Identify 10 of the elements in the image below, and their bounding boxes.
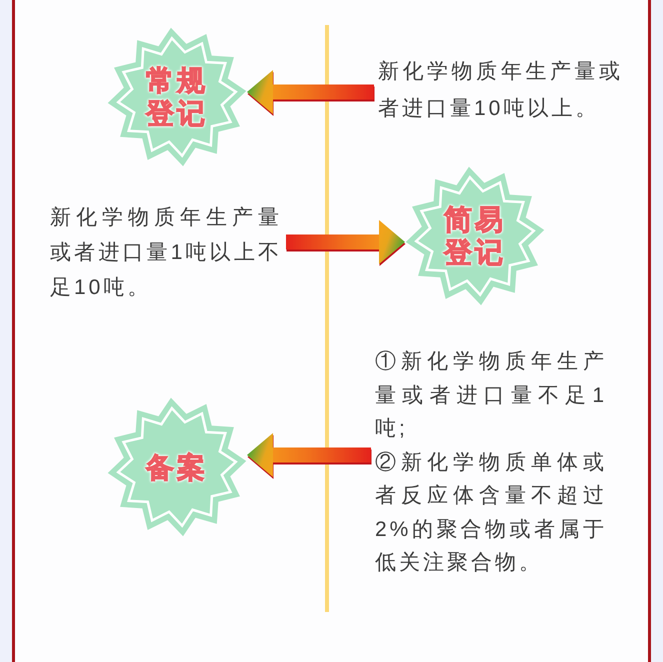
starburst (107, 397, 247, 537)
arrow (247, 70, 374, 114)
arrow (286, 220, 405, 264)
description-text: 新化学物质年生产量或者进口量1吨以上不足10吨。 (50, 200, 282, 305)
starburst (107, 27, 247, 167)
description-text: ①新化学物质年生产量或者进口量不足1吨; (375, 349, 607, 442)
description-text: 新化学物质年生产量或者进口量10吨以上。 (378, 53, 623, 127)
arrow (247, 433, 371, 477)
starburst (405, 166, 545, 306)
description-text: ②新化学物质单体或者反应体含量不超过2%的聚合物或者属于低关注聚合物。 (375, 450, 607, 576)
